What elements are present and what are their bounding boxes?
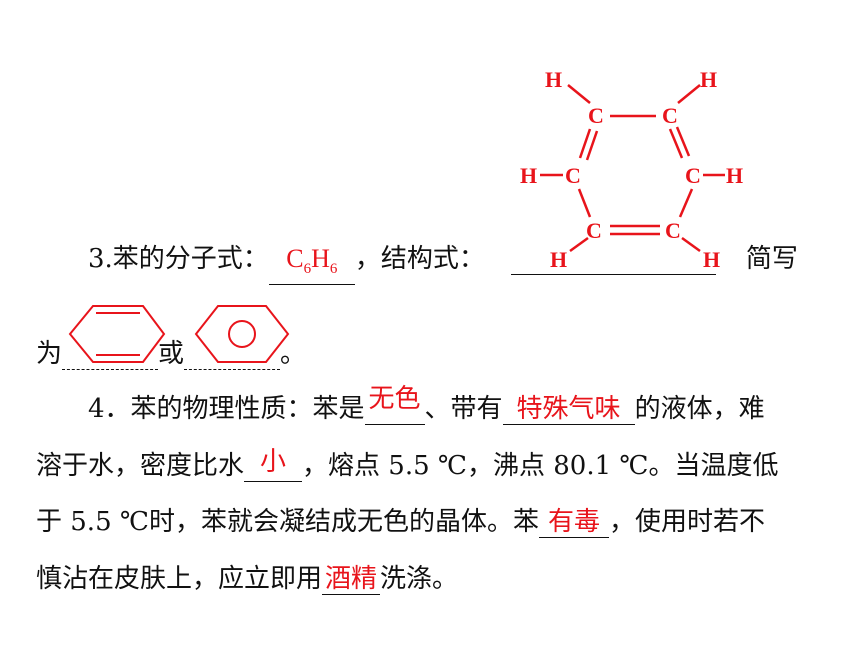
item3-or: 或 xyxy=(158,339,185,369)
bond-h-c-top-left xyxy=(567,84,591,104)
formula-answer: C6H6 xyxy=(286,244,338,278)
hydrogen-bottom-right: H xyxy=(703,247,720,272)
item4-l1-c: 的液体，难 xyxy=(634,394,765,424)
benzene-circle-hexagon-icon xyxy=(194,305,290,363)
odor-blank: 特殊气味 xyxy=(502,394,635,425)
item4-line3: 于 5.5 ℃时，苯就会凝结成无色的晶体。苯有毒 ，使用时若不 xyxy=(36,505,765,539)
structure-blank xyxy=(510,244,716,275)
item4-l4-b: 洗涤。 xyxy=(380,564,459,594)
item4-l2-b: ，熔点 5.5 ℃，沸点 80.1 ℃。当温度低 xyxy=(302,451,779,481)
hydrogen-top-left: H xyxy=(545,67,562,92)
bond-left-upper-b xyxy=(585,130,599,161)
item3-tail: 简写 xyxy=(745,244,798,274)
formula-blank: C6H6 xyxy=(268,244,355,286)
bond-left-lower xyxy=(577,188,592,218)
carbon-top-left: C xyxy=(588,103,604,128)
bond-left-upper-a xyxy=(578,128,592,159)
item4-line1: 4．苯的物理性质：苯是无色、带有特殊气味的液体，难 xyxy=(88,384,765,426)
item4-line4: 慎沾在皮肤上，应立即用酒精洗涤。 xyxy=(36,562,458,596)
hydrogen-mid-right: H xyxy=(726,163,743,188)
item4-l3-b: ，使用时若不 xyxy=(608,507,765,537)
bond-right-lower xyxy=(678,188,694,218)
item3-prefix: 3.苯的分子式： xyxy=(88,244,269,274)
toxic-answer: 有毒 xyxy=(547,507,600,536)
color-blank: 无色 xyxy=(364,384,425,425)
wash-answer: 酒精 xyxy=(325,564,378,593)
item3-mid: ，结构式： xyxy=(354,244,485,274)
carbon-bottom-right: C xyxy=(665,218,681,243)
bond-h-c-bottom-left xyxy=(569,236,589,253)
item4-l1-b: 、带有 xyxy=(424,394,503,424)
bond-h-c-top-right xyxy=(677,84,701,104)
density-answer: 小 xyxy=(260,447,287,476)
hydrogen-bottom-left: H xyxy=(550,247,567,272)
kekule-blank xyxy=(62,339,159,370)
item3-line2: 为 或 。 xyxy=(36,337,306,371)
carbon-top-right: C xyxy=(662,103,678,128)
item4-l2-a: 溶于水，密度比水 xyxy=(36,451,245,481)
item3-line2-prefix: 为 xyxy=(36,339,63,369)
odor-answer: 特殊气味 xyxy=(516,394,621,423)
item4-line2: 溶于水，密度比水小 ，熔点 5.5 ℃，沸点 80.1 ℃。当温度低 xyxy=(36,447,779,483)
wash-blank: 酒精 xyxy=(322,564,381,595)
benzene-structural-formula: H H C C H C C H C C H H xyxy=(520,67,743,272)
benzene-kekule-hexagon-icon xyxy=(68,305,166,363)
item4-l3-a: 于 5.5 ℃时，苯就会凝结成无色的晶体。苯 xyxy=(36,507,539,537)
color-answer: 无色 xyxy=(368,384,421,413)
carbon-mid-right: C xyxy=(685,163,701,188)
item4-l1-a: 4．苯的物理性质：苯是 xyxy=(88,394,365,424)
hydrogen-mid-left: H xyxy=(520,163,537,188)
density-blank: 小 xyxy=(244,447,303,482)
item3-end: 。 xyxy=(280,339,307,369)
item4-l4-a: 慎沾在皮肤上，应立即用 xyxy=(36,564,323,594)
toxic-blank: 有毒 xyxy=(538,507,609,538)
bond-right-upper-b xyxy=(675,126,691,157)
bond-right-upper-a xyxy=(668,128,684,159)
circle-blank xyxy=(184,339,281,370)
item3-line1: 3.苯的分子式： C6H6 ，结构式： 简写 xyxy=(88,242,798,286)
carbon-bottom-left: C xyxy=(586,218,602,243)
bond-h-c-bottom-right xyxy=(681,236,701,253)
carbon-mid-left: C xyxy=(565,163,581,188)
hydrogen-top-right: H xyxy=(700,67,717,92)
